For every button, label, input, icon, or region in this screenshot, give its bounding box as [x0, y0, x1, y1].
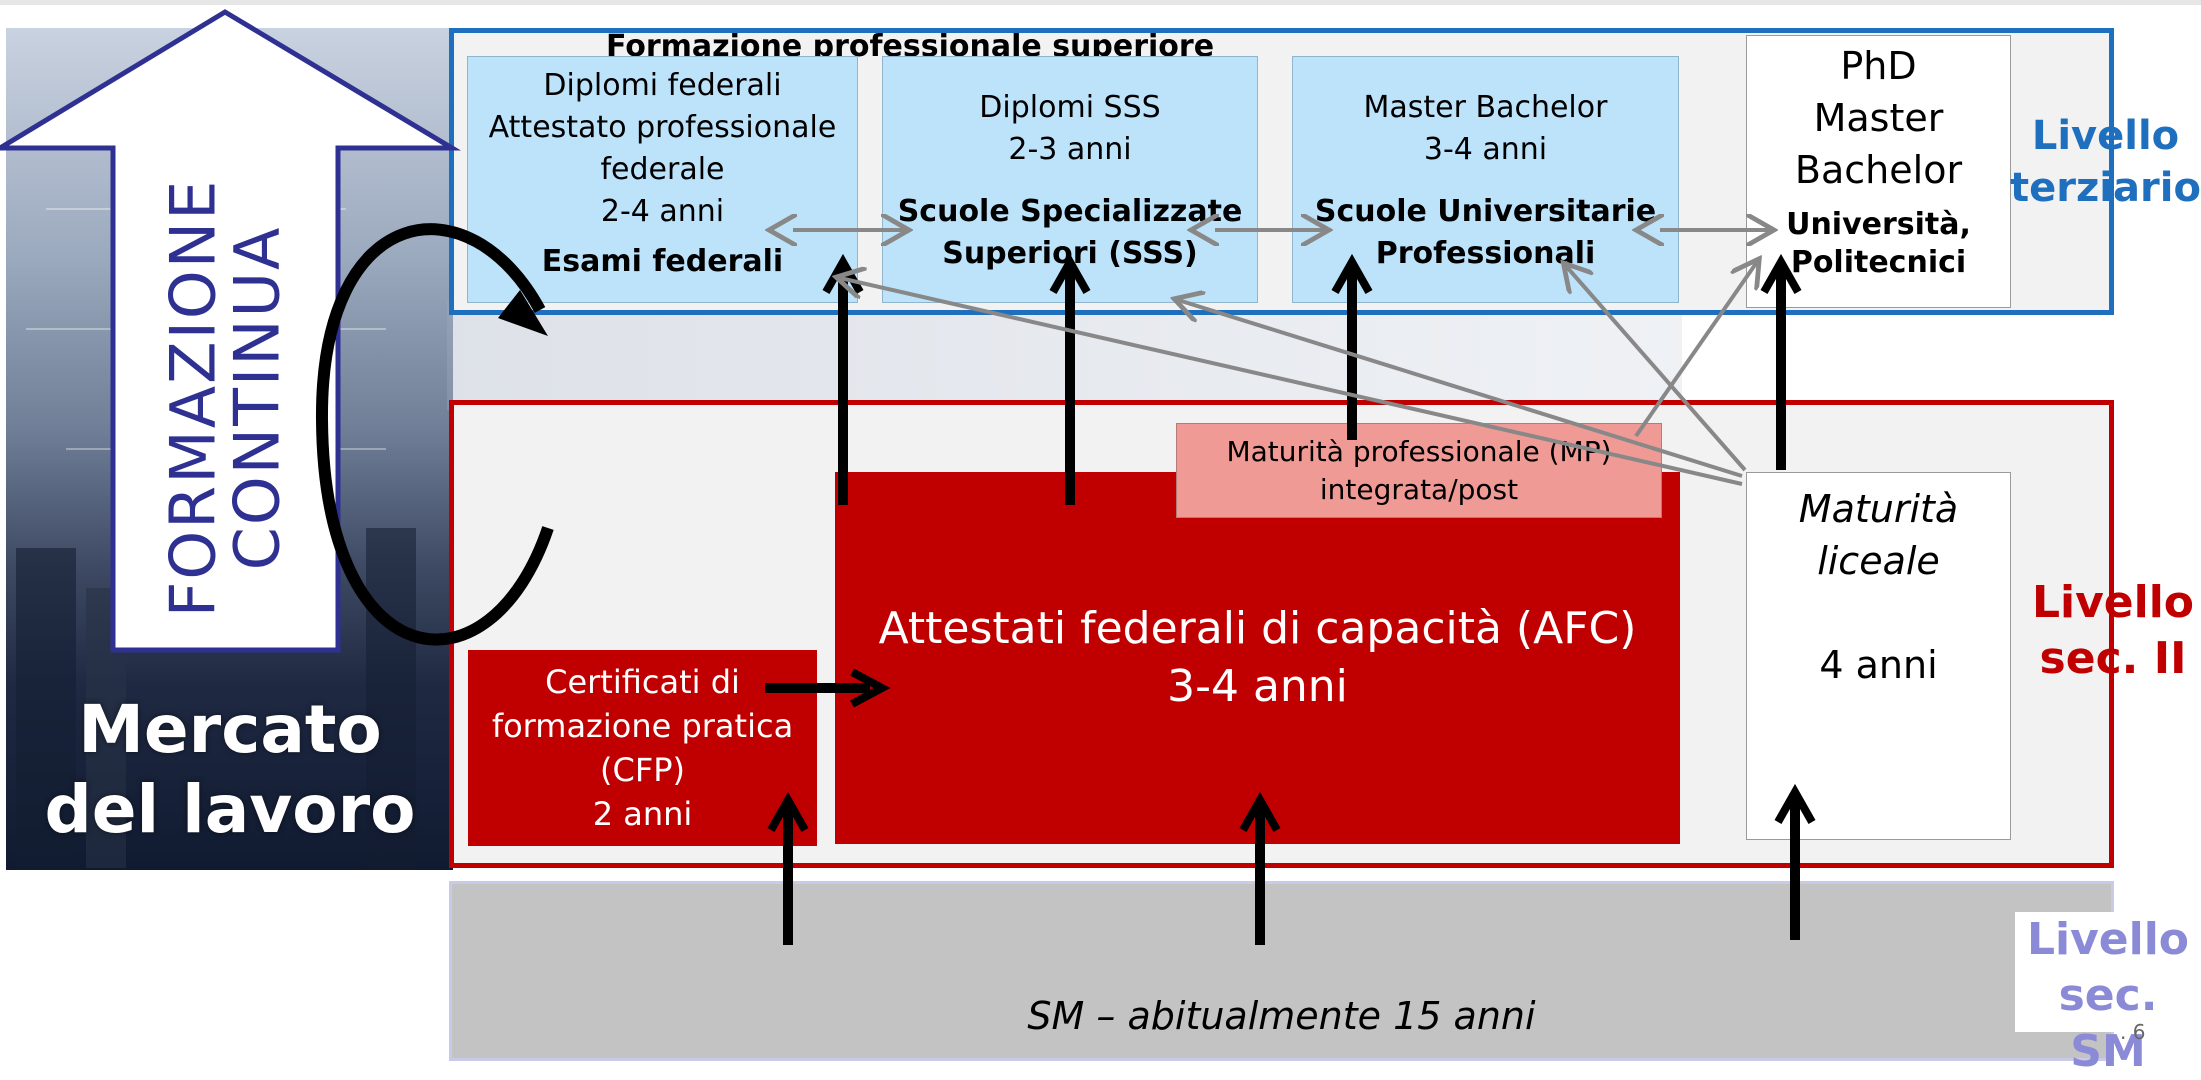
uni-line3: Bachelor	[1794, 148, 1963, 192]
federali-line4: 2-4 anni	[600, 194, 725, 229]
terziario-line2: terziario	[2010, 165, 2201, 211]
box-sm-base: SM – abitualmente 15 anni	[449, 881, 2114, 1061]
box-universita: PhD Master Bachelor Università, Politecn…	[1746, 35, 2011, 308]
afc-line1: Attestati federali di capacità (AFC)	[878, 603, 1637, 654]
mat-line3: 4 anni	[1819, 643, 1938, 687]
sm-line1: Livello	[2026, 914, 2190, 965]
box-afc: Attestati federali di capacità (AFC) 3-4…	[835, 472, 1680, 844]
sec2-line1: Livello	[2031, 577, 2195, 628]
mercato-line2: del lavoro	[44, 771, 416, 848]
label-livello-sm: Livello sec. SM	[2015, 912, 2201, 1077]
cfp-line3: (CFP)	[599, 751, 685, 789]
box-maturita-professionale: Maturità professionale (MP) integrata/po…	[1176, 423, 1662, 518]
federali-line2: Attestato professionale	[488, 110, 837, 145]
box-cfp: Certificati di formazione pratica (CFP) …	[468, 650, 817, 846]
box-maturita-liceale: Maturità liceale 4 anni	[1746, 472, 2011, 840]
sm-text: SM – abitualmente 15 anni	[1027, 994, 1536, 1038]
black-arrows	[765, 253, 1816, 945]
formazione-continua-label: FORMAZIONE CONTINUA	[156, 178, 293, 618]
cfp-line2: formazione pratica	[491, 707, 794, 745]
sss-line2: 2-3 anni	[1008, 132, 1132, 167]
label-livello-terziario: Livello terziario	[2010, 110, 2201, 230]
formazione-continua-arrow	[0, 9, 462, 653]
sss-line1: Diplomi SSS	[979, 90, 1161, 125]
sss-line3: Scuole Specializzate	[897, 194, 1243, 229]
label-livello-sec2: Livello sec. II	[2025, 575, 2201, 695]
page-number: . 6	[2120, 1020, 2146, 1044]
uni-line4: Università,	[1786, 207, 1971, 242]
uni-line5: Politecnici	[1790, 245, 1967, 280]
federali-line5: Esami federali	[541, 244, 784, 279]
sm-line2: sec. SM	[2058, 970, 2158, 1077]
sec2-line2: sec. II	[2039, 633, 2187, 684]
mercato-del-lavoro-label: Mercato del lavoro	[40, 690, 420, 860]
mp-line2: integrata/post	[1319, 472, 1519, 506]
loop-arrowhead	[498, 290, 548, 336]
top-bar	[0, 0, 2201, 5]
mat-line2: liceale	[1817, 539, 1940, 583]
cfp-line1: Certificati di	[545, 663, 740, 701]
mat-line1: Maturità	[1798, 487, 1959, 531]
diag-mat-sss	[1178, 300, 1743, 478]
diag-mp-uni	[1634, 262, 1757, 438]
mercato-line1: Mercato	[78, 691, 382, 768]
federali-line3: federale	[600, 152, 725, 187]
loop-arrow	[315, 223, 554, 646]
sup-line3: Scuole Universitarie	[1314, 194, 1657, 229]
uni-line2: Master	[1813, 96, 1944, 140]
federali-line1: Diplomi federali	[543, 68, 782, 103]
formazione-continua-text: FORMAZIONE CONTINUA	[112, 148, 338, 648]
sup-line2: 3-4 anni	[1423, 132, 1548, 167]
sup-line1: Master Bachelor	[1363, 90, 1608, 125]
terziario-line1: Livello	[2031, 113, 2180, 159]
diag-mat-sup	[1566, 266, 1747, 472]
afc-line2: 3-4 anni	[1167, 661, 1348, 712]
uni-line1: PhD	[1840, 44, 1917, 88]
diag-mat-federali	[840, 278, 1743, 486]
cfp-line4: 2 anni	[592, 795, 693, 833]
sup-line4: Professionali	[1375, 236, 1596, 271]
box-diplomi-federali: Diplomi federali Attestato professionale…	[467, 56, 858, 303]
grey-arrows	[793, 230, 1770, 486]
